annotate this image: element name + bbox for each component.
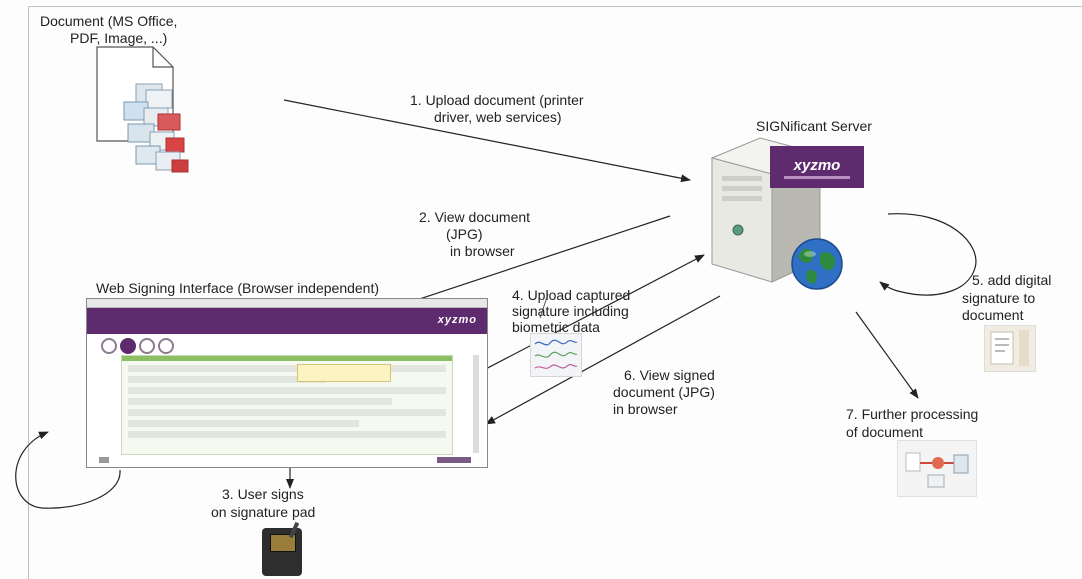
processing-icon	[897, 440, 977, 497]
loop-browser	[15, 431, 121, 509]
server-brand-logo: xyzmo	[793, 157, 841, 174]
arrow-view-signed	[485, 295, 721, 425]
browser-back-button	[99, 457, 109, 463]
browser-step-indicators	[101, 338, 177, 359]
browser-document-form	[121, 355, 453, 455]
browser-toolbar	[87, 299, 487, 308]
browser-scrollbar	[473, 355, 479, 453]
step1-label-1: 1. Upload document (printer	[410, 92, 584, 108]
step5-label-2: signature to	[962, 290, 1036, 306]
browser-next-button	[437, 457, 471, 463]
browser-signature-field	[297, 364, 391, 382]
server-tower-icon: xyzmo	[710, 137, 864, 283]
browser-title: Web Signing Interface (Browser independe…	[96, 280, 380, 296]
loop-server	[879, 213, 977, 296]
frame-top-line	[28, 6, 1082, 7]
frame-left-line	[28, 6, 29, 579]
certificate-icon	[984, 325, 1036, 372]
step5-label-1: 5. add digital	[972, 272, 1052, 288]
step6-label-1: 6. View signed	[624, 367, 715, 383]
step3-label-2: on signature pad	[211, 504, 316, 520]
step2-label-3: in browser	[450, 243, 515, 259]
document-thumbnails-icon	[123, 83, 189, 173]
browser-brand-logo: xyzmo	[437, 314, 477, 326]
step4-label-1: 4. Upload captured	[512, 287, 631, 303]
arrow-signature-doc	[539, 293, 549, 319]
globe-icon	[791, 238, 843, 290]
step2-label-1: 2. View document	[419, 209, 531, 225]
step7-label-1: 7. Further processing	[846, 406, 979, 422]
arrow-upload-document	[283, 99, 691, 183]
document-label-1: Document (MS Office,	[40, 13, 178, 29]
biometric-signature-icon	[530, 333, 582, 377]
step6-label-2: document (JPG)	[613, 384, 715, 400]
step4-label-3: biometric data	[512, 319, 600, 335]
step1-label-2: driver, web services)	[434, 109, 562, 125]
step2-label-2: (JPG)	[446, 226, 483, 242]
step6-label-3: in browser	[613, 401, 678, 417]
browser-banner: xyzmo	[87, 308, 487, 334]
web-signing-interface: xyzmo	[86, 298, 488, 468]
step7-label-2: of document	[846, 424, 924, 440]
signature-pad-icon	[262, 521, 302, 576]
step4-label-2: signature including	[512, 303, 629, 319]
arrow-further-processing	[855, 311, 919, 399]
document-label-2: PDF, Image, ...)	[70, 30, 168, 46]
step5-label-3: document	[962, 307, 1024, 323]
server-label: SIGNificant Server	[756, 118, 872, 134]
step3-label-1: 3. User signs	[222, 486, 304, 502]
